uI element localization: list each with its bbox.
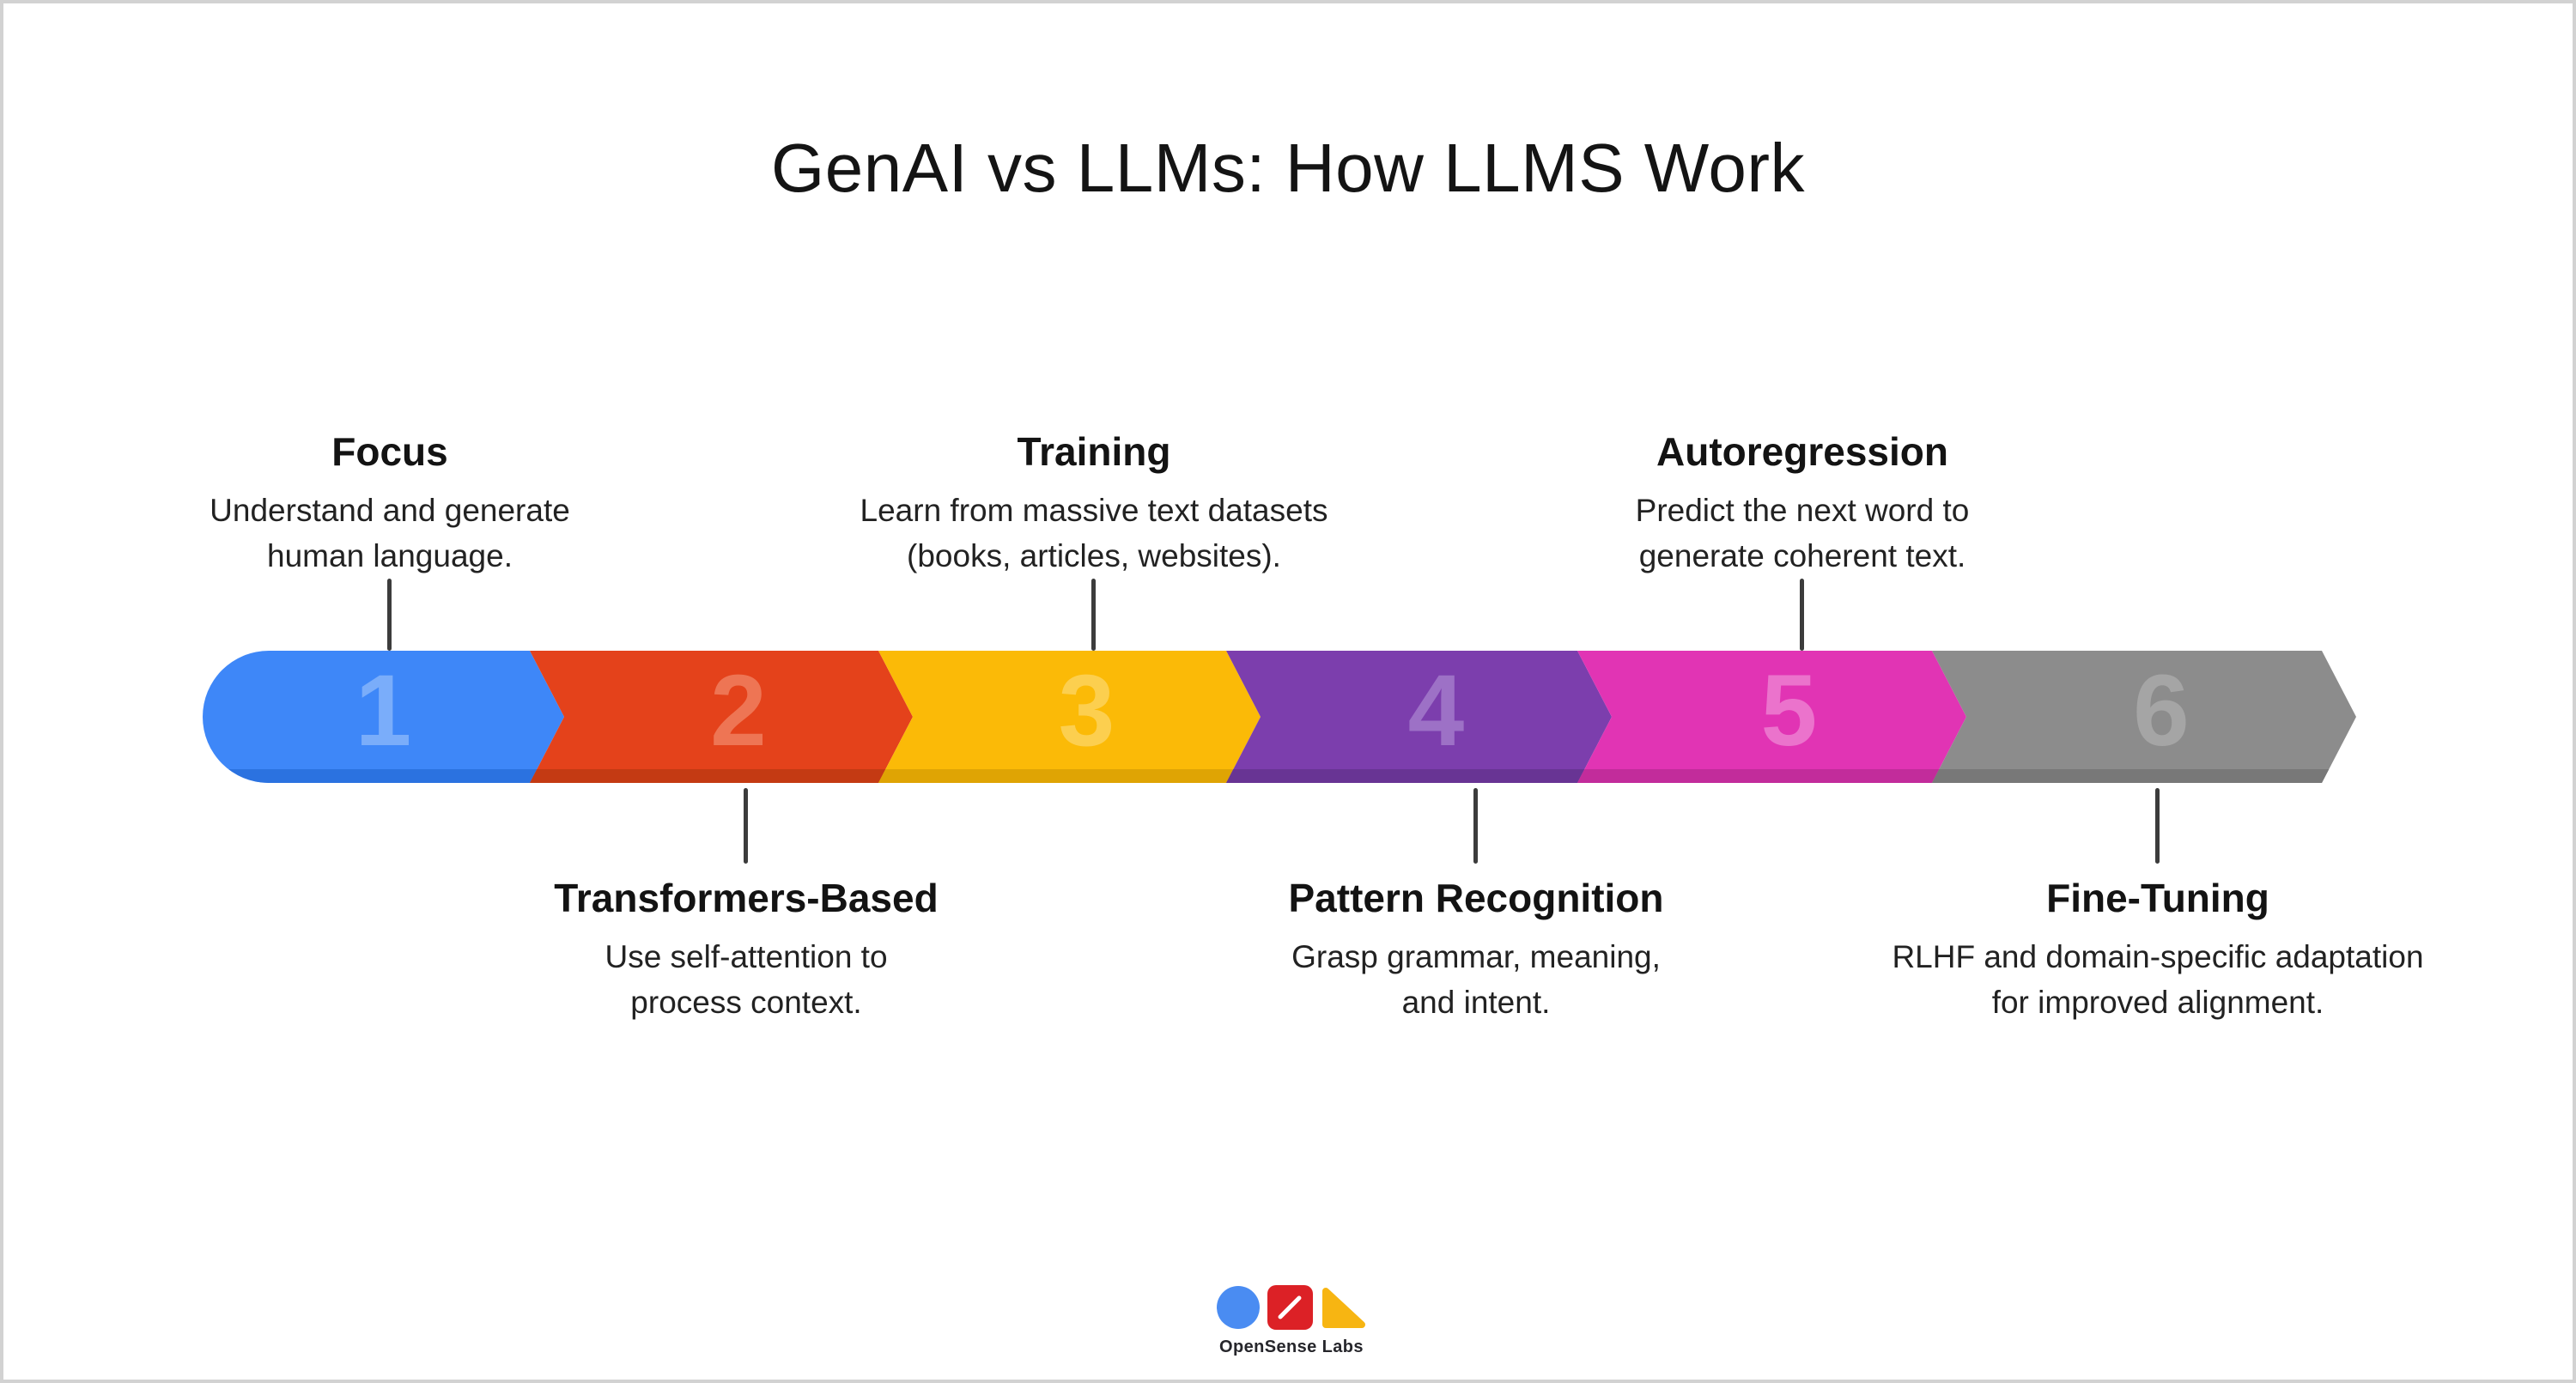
callout-description: Grasp grammar, meaning, and intent. [1291, 938, 1661, 1020]
callout-heading: Transformers-Based [554, 876, 939, 920]
connector-line [1800, 579, 1804, 651]
callout-description: RLHF and domain-specific adaptation for … [1892, 938, 2424, 1020]
timeline-segment-1: 1 [203, 651, 564, 783]
brand-name: OpenSense Labs [1219, 1338, 1364, 1356]
callout-heading: Pattern Recognition [1288, 876, 1664, 920]
callout-description: Understand and generate human language. [210, 492, 570, 573]
callout-heading: Focus [331, 429, 448, 474]
callout-autoregression: Autoregression Predict the next word to … [1476, 429, 2129, 579]
logo-circle-icon [1216, 1286, 1260, 1329]
logo-slash-icon [1277, 1295, 1303, 1320]
timeline-segment-3: 3 [878, 651, 1261, 783]
logo-square-icon [1267, 1285, 1313, 1330]
callout-heading: Autoregression [1656, 429, 1948, 474]
logo: OpenSense Labs [1163, 1285, 1420, 1357]
timeline-segment-2: 2 [530, 651, 913, 783]
callout-heading: Training [1017, 429, 1171, 474]
segment-number: 6 [2133, 653, 2190, 767]
page-title: GenAI vs LLMs: How LLMS Work [771, 130, 1805, 206]
callout-transformers-based: Transformers-Based Use self-attention to… [420, 876, 1072, 1026]
logo-triangle-icon [1321, 1288, 1365, 1328]
callout-description: Use self-attention to process context. [605, 938, 888, 1020]
segment-number: 1 [355, 653, 412, 767]
segment-number: 4 [1407, 653, 1465, 767]
connector-line [1473, 788, 1478, 864]
callout-training: Training Learn from massive text dataset… [768, 429, 1420, 579]
timeline-segment-4: 4 [1226, 651, 1612, 783]
callout-pattern-recognition: Pattern Recognition Grasp grammar, meani… [1150, 876, 1802, 1026]
callout-heading: Fine-Tuning [2046, 876, 2269, 920]
logo-shapes [1163, 1285, 1420, 1330]
callout-description: Predict the next word to generate cohere… [1635, 492, 1970, 573]
callout-focus: Focus Understand and generate human lang… [64, 429, 716, 579]
timeline-segment-6: 6 [1932, 651, 2356, 783]
connector-line [1091, 579, 1096, 651]
timeline-segment-5: 5 [1577, 651, 1966, 783]
connector-line [2155, 788, 2160, 864]
segment-number: 5 [1760, 653, 1818, 767]
callout-description: Learn from massive text datasets (books,… [860, 492, 1328, 573]
segment-number: 2 [710, 653, 767, 767]
segment-number: 3 [1058, 653, 1115, 767]
callout-fine-tuning: Fine-Tuning RLHF and domain-specific ada… [1832, 876, 2484, 1026]
connector-line [744, 788, 748, 864]
connector-line [387, 579, 392, 651]
